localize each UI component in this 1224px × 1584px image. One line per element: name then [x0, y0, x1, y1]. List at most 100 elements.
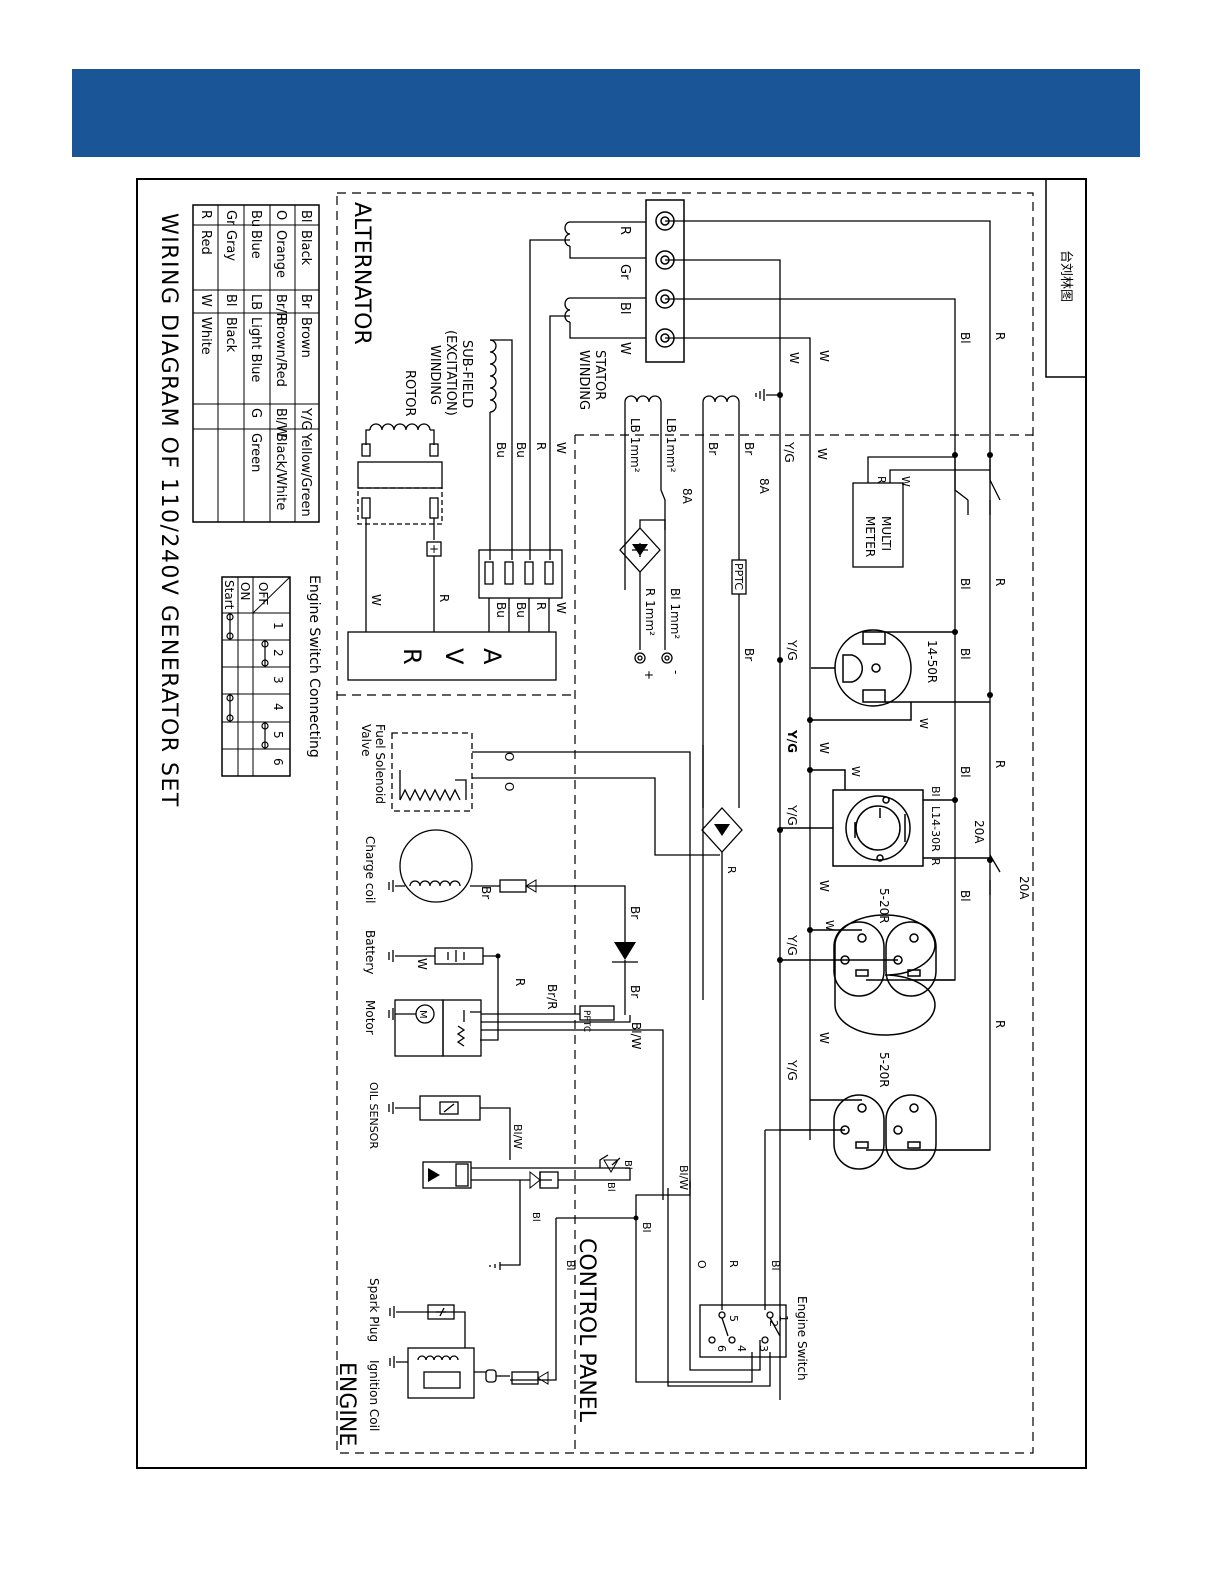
legend-cell: Br	[298, 294, 313, 309]
receptacle-5-20r-b	[780, 1094, 990, 1170]
wire-label-gr: Gr	[617, 264, 632, 280]
legend-cell: Bl/W	[273, 408, 288, 438]
wire-label-r-bus-4: R	[993, 1020, 1007, 1028]
wire-label-brr: Br/R	[545, 984, 559, 1010]
switch-terminal-2: 2	[767, 1320, 780, 1327]
legend-cell: Brown	[298, 317, 313, 358]
breaker-main	[954, 455, 1001, 895]
wire-label-yg-bus-5: Y/G	[785, 1059, 799, 1081]
legend-cell: R	[198, 210, 213, 219]
wire-label-yg-bus-2: Y/G	[785, 729, 799, 753]
wire-label-o-1: O	[502, 752, 516, 761]
wire-label-bl-switch: Bl	[640, 1222, 653, 1233]
battery	[388, 947, 499, 1041]
avr-letter-v: V	[440, 648, 468, 665]
rotor-winding	[357, 423, 443, 632]
receptacle-14-50r-label: 14-50R	[925, 640, 939, 683]
avr-letter-a: A	[478, 648, 506, 665]
legend-cell: Black	[298, 230, 313, 266]
wire-label-bl-oil: Bl	[530, 1212, 541, 1222]
switch-terminal-3: 3	[757, 1345, 770, 1352]
pptc-fuse: PPTC	[731, 559, 747, 745]
oil-led	[603, 1159, 619, 1173]
receptacle-l14-30r-bl: Bl	[929, 786, 942, 797]
wire-label-blw-motor: Bl/W	[629, 1022, 643, 1050]
legend-cell: O	[273, 210, 288, 220]
sub-field-label-1: SUB-FIELD	[459, 340, 474, 408]
wire-label-w-avr-2: W	[554, 602, 568, 614]
receptacle-14-50r-w: W	[917, 718, 930, 729]
switch-table-title: Engine Switch Connecting	[306, 575, 322, 758]
header-band	[72, 69, 1140, 157]
fuel-solenoid-valve	[391, 732, 761, 1371]
legend-cell: G	[248, 408, 263, 418]
wire-label-bl-switch-top: Bl	[769, 1260, 782, 1271]
receptacle-l14-30r-label: L14-30R	[929, 806, 942, 852]
oil-alert-diode-2	[529, 1170, 541, 1190]
oil-alert-diode	[428, 1168, 440, 1182]
engine-switch-wiring	[510, 1129, 780, 1387]
legend-cell: Black	[223, 317, 238, 353]
legend-cell: Light Blue	[248, 317, 263, 382]
wire-label-w-rotor: W	[369, 594, 383, 606]
junction-switch-bl	[633, 1215, 639, 1221]
legend-cell: W	[198, 294, 213, 307]
switch-state-on: ON	[238, 582, 252, 600]
section-control-panel: CONTROL PANEL	[574, 1238, 599, 1423]
charge-rectifier-arrow	[714, 824, 730, 836]
receptacle-5-20r-a	[780, 914, 955, 1036]
section-boundaries	[336, 192, 1034, 1454]
ignition-coil	[389, 1304, 539, 1399]
legend-cell: Green	[248, 433, 263, 472]
bus-junctions	[777, 392, 993, 963]
wire-label-bu-3: Bu	[494, 602, 508, 618]
switch-state-off: OFF	[256, 582, 270, 605]
wire-label-br-1: Br	[706, 442, 720, 455]
wire-label-blw-switch: Bl/W	[677, 1165, 690, 1190]
svg-text:PPTC: PPTC	[581, 1010, 591, 1032]
corner-label: 台刘林图	[1058, 250, 1073, 302]
wire-label-bu-2: Bu	[514, 442, 528, 458]
legend-cell: White	[198, 317, 213, 355]
color-legend-table: BlBlackBrBrownY/GYellow/GreenOOrangeBr/R…	[192, 204, 320, 523]
wire-label-w-bus-4: W	[817, 1032, 831, 1044]
receptacle-5-20r-a-w: W	[823, 920, 836, 931]
legend-cell: Bl	[298, 210, 313, 223]
wire-label-bu-4: Bu	[514, 602, 528, 618]
wire-label-r: R	[617, 226, 632, 235]
breaker-20a-label-b: 20A	[1017, 876, 1031, 900]
r-1mm-label: R 1mm²	[643, 588, 657, 636]
charge-coil	[388, 829, 626, 945]
wire-label-w: W	[617, 342, 632, 355]
breaker-20a-label-a: 20A	[972, 820, 986, 844]
switch-connecting-table: Engine Switch Connecting OFF ON Start 1 …	[221, 575, 322, 777]
wire-label-yg-bus-1: Y/G	[785, 639, 799, 661]
engine-switch	[699, 1304, 787, 1358]
receptacle-l14-30r-w: W	[849, 766, 862, 777]
wire-label-br-2: Br	[742, 442, 756, 455]
wire-label-w-bus-1b: W	[787, 352, 801, 364]
wire-label-bl: Bl	[617, 302, 632, 315]
wire-label-br-diode: Br	[628, 906, 642, 919]
wire-label-yg-bus-4: Y/G	[785, 934, 799, 956]
legend-cell: Y/G	[298, 407, 313, 430]
charge-coil-diode-head	[525, 879, 537, 893]
wire-label-r-bus-2: R	[993, 578, 1007, 586]
svg-text:W: W	[899, 476, 912, 487]
dc-rectifier	[619, 519, 673, 664]
wire-label-bl-bus-3: Bl	[958, 648, 972, 660]
oil-alert-module	[422, 1154, 631, 1270]
wire-label-o-2: O	[502, 782, 516, 791]
wire-label-br-motor: Br	[628, 985, 642, 998]
charge-coil-label: Charge coil	[363, 836, 377, 903]
wire-label-r-bus-3: R	[993, 760, 1007, 768]
wire-label-r-bus-1: R	[993, 332, 1007, 340]
avr-connector	[478, 549, 563, 632]
switch-col-2: 2	[271, 649, 285, 657]
svg-text:METER: METER	[863, 516, 877, 557]
switch-state-start: Start	[222, 580, 236, 610]
receptacle-5-20r-b-label: 5-20R	[877, 1052, 891, 1088]
wire-label-blw-oil: Bl/W	[511, 1124, 524, 1149]
switch-col-6: 6	[271, 758, 285, 766]
charge-diode	[614, 942, 636, 960]
